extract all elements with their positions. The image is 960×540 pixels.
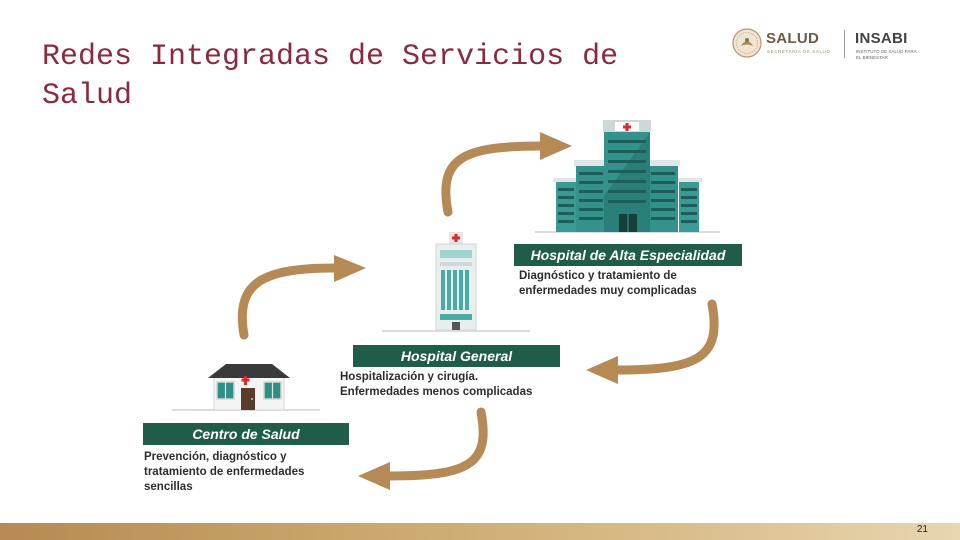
insabi-logo-subtitle: INSTITUTO DE SALUD PARA EL BIENESTAR (856, 49, 917, 61)
insabi-logo-text: INSABI (855, 30, 908, 47)
salud-seal-icon (732, 28, 762, 58)
arrow-alta-to-general-icon (586, 299, 719, 384)
hospital-alta-especialidad-icon (535, 120, 720, 233)
salud-logo-text: SALUD (766, 30, 820, 47)
insabi-subtitle-line-2: EL BIENESTAR (856, 55, 888, 60)
insabi-subtitle-line-1: INSTITUTO DE SALUD PARA (856, 49, 917, 54)
level-label-alta-especialidad: Hospital de Alta Especialidad (514, 244, 742, 266)
level-description-hospital-general: Hospitalización y cirugía. Enfermedades … (340, 371, 533, 398)
arrow-general-to-centro-icon (358, 407, 488, 490)
level-description-alta-especialidad: Diagnóstico y tratamiento de enfermedade… (519, 270, 697, 297)
footer-bar: 21 (0, 523, 960, 540)
arrow-centro-to-general-icon (237, 255, 366, 340)
centro-de-salud-icon (172, 364, 320, 411)
level-label-centro-de-salud: Centro de Salud (143, 423, 349, 445)
logo-divider (844, 30, 845, 58)
arrow-general-to-alta-icon (441, 132, 572, 217)
salud-logo-subtitle: SECRETARÍA DE SALUD (767, 49, 831, 54)
page-number: 21 (916, 524, 928, 535)
level-label-hospital-general: Hospital General (353, 345, 560, 367)
hospital-general-icon (382, 232, 530, 332)
slide-title: Redes Integradas de Servicios de Salud (42, 40, 619, 113)
header-logos: SALUD SECRETARÍA DE SALUD INSABI INSTITU… (730, 24, 930, 68)
level-description-centro-de-salud: Prevención, diagnóstico y tratamiento de… (144, 451, 305, 493)
